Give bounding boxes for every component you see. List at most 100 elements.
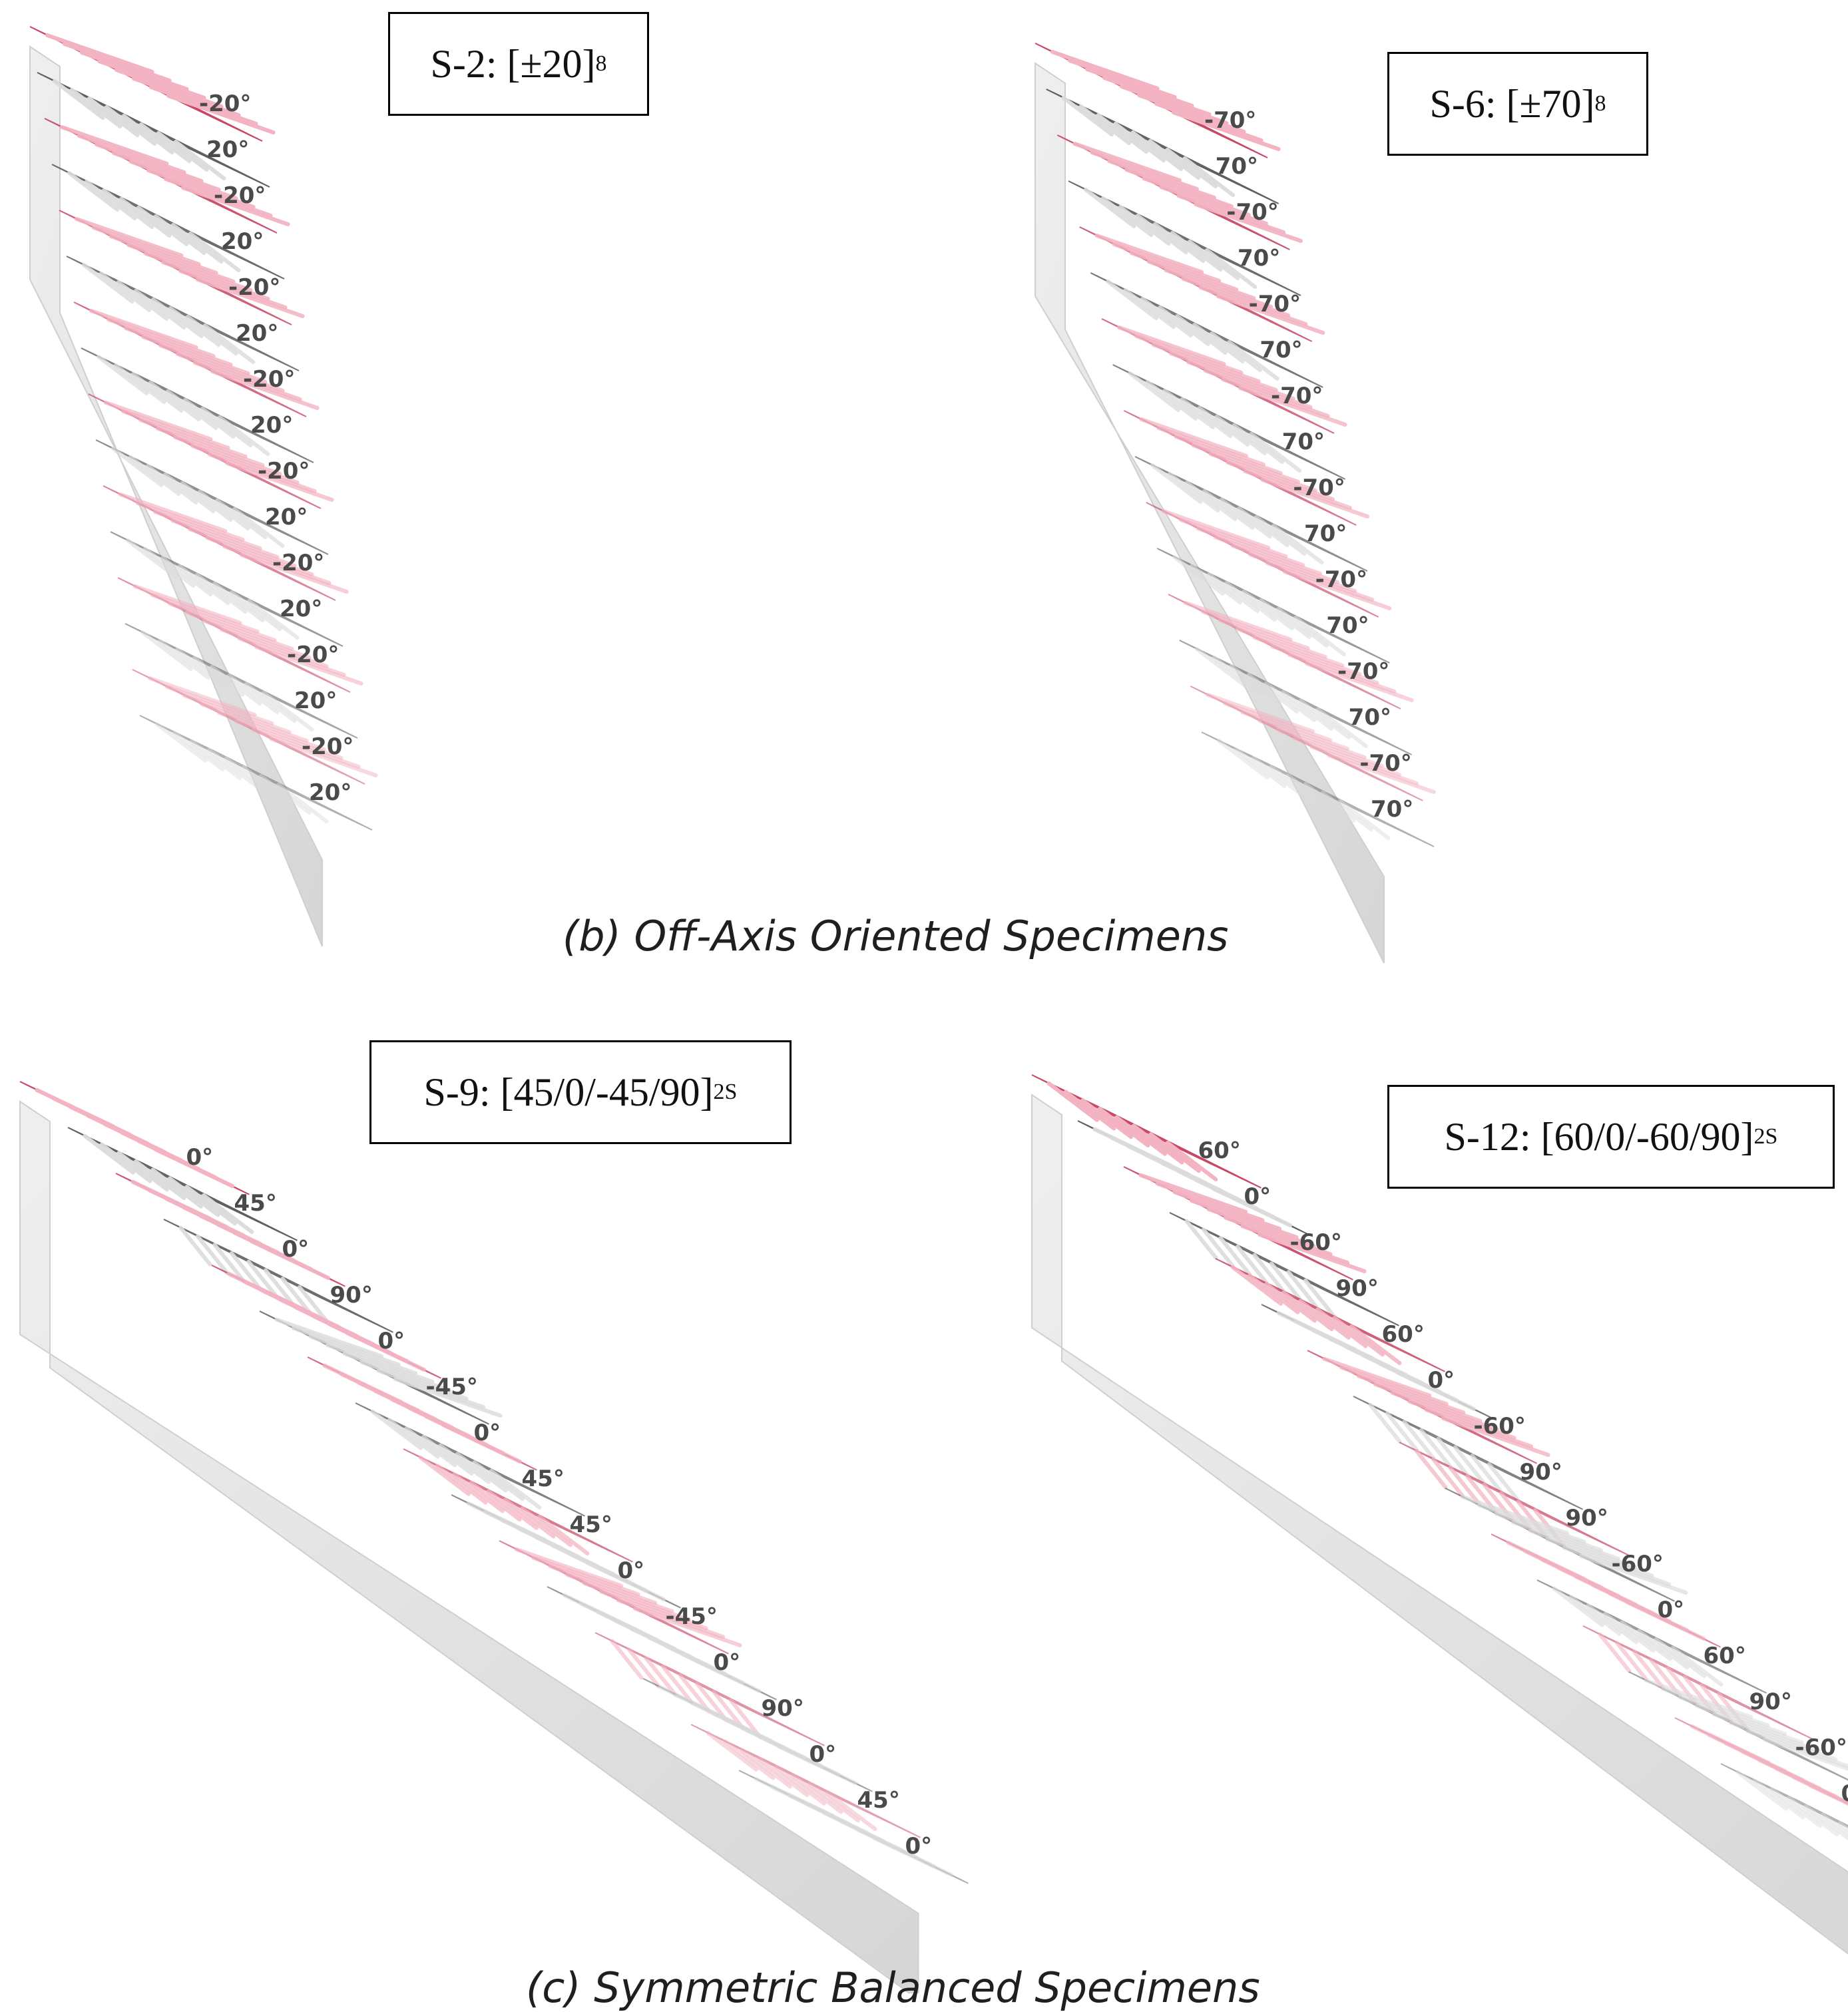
fiber-line — [1052, 52, 1158, 89]
fiber-line — [142, 632, 190, 669]
fiber-line — [1219, 741, 1267, 777]
specimen-label-s9: S-9: [45/0/-45/90]2S — [369, 1040, 792, 1144]
ply-angle-label: -20° — [199, 91, 251, 117]
fiber-line — [1130, 373, 1178, 410]
ply-angle-label: 45° — [234, 1190, 277, 1217]
fiber-line — [157, 724, 205, 761]
ply-angle-label: 0° — [905, 1833, 933, 1860]
fiber-line — [1646, 1681, 1751, 1717]
ply-angle-label: 70° — [1260, 337, 1302, 363]
ply-angle-label: -20° — [243, 366, 295, 393]
ply-angle-label: 45° — [570, 1511, 612, 1538]
ply-angle-label: 0° — [1841, 1780, 1848, 1807]
ply-angle-label: 60° — [1382, 1321, 1425, 1348]
fiber-line — [114, 153, 219, 190]
fiber-line — [158, 429, 263, 465]
laminate-block-side — [20, 1102, 919, 1993]
fiber-line — [1086, 190, 1134, 226]
ply-angle-label: 20° — [250, 412, 293, 439]
fiber-line — [708, 1733, 756, 1770]
ply-angle-label: 90° — [1520, 1459, 1562, 1486]
ply-angle-label: -45° — [666, 1603, 718, 1630]
ply-angle-label: -70° — [1315, 566, 1367, 593]
ply-angle-label: 20° — [206, 136, 249, 163]
ply-angle-label: -20° — [287, 642, 339, 668]
ply-angle-label: 0° — [809, 1741, 837, 1768]
ply-angle-label: -20° — [214, 182, 266, 209]
fiber-line — [69, 173, 117, 210]
fiber-line — [47, 35, 152, 72]
ply-angle-label: 20° — [221, 228, 264, 255]
fiber-line — [99, 357, 146, 393]
fiber-line — [113, 449, 161, 485]
fiber-line — [1463, 1497, 1568, 1533]
fiber-line — [373, 1412, 421, 1448]
ply-angle-label: 70° — [1371, 796, 1413, 823]
ply-angle-label: -70° — [1271, 383, 1323, 409]
fiber-line — [55, 81, 103, 118]
ply-angle-label: 90° — [762, 1695, 804, 1722]
ply-angle-label: 20° — [280, 596, 322, 622]
laminate-s2: -20° 20° -20° 20° -20° 20° -20° 20° -20° 20° -20° 2… — [30, 27, 376, 946]
ply-angle-label: 0° — [714, 1649, 741, 1676]
ply-angle-label: 70° — [1216, 153, 1258, 180]
ply-angle-label: 70° — [1304, 520, 1347, 547]
ply-angle-label: 20° — [309, 779, 351, 806]
ply-angle-label: -60° — [1795, 1734, 1847, 1761]
fiber-line — [82, 53, 187, 89]
ply-angle-label: -60° — [1474, 1413, 1526, 1440]
ply-angle-label: 0° — [1428, 1367, 1455, 1394]
fiber-line — [1152, 465, 1200, 502]
specimen-label-s2: S-2: [±20]8 — [388, 12, 649, 116]
specimen-label-s12: S-12: [60/0/-60/90]2S — [1387, 1085, 1835, 1189]
ply-angle-label: 0° — [186, 1144, 214, 1171]
ply-angle-label: 20° — [294, 688, 337, 714]
ply-angle-label: -70° — [1249, 291, 1301, 317]
ply-angle-label: 90° — [1566, 1505, 1608, 1531]
ply-angle-label: -70° — [1293, 475, 1345, 501]
specimen-label-text: S-2: [±20] — [431, 41, 596, 87]
fiber-line — [128, 245, 234, 282]
ply-angle-label: 60° — [1198, 1137, 1241, 1164]
fiber-line — [1070, 61, 1175, 97]
laminate-s6: -70° 70° -70° 70° -70° 70° -70° 70° -70° 70° -70° 7… — [1035, 43, 1434, 963]
laminate-block-side — [1032, 1095, 1848, 1993]
ply-angle-label: -70° — [1337, 658, 1389, 685]
caption-off-axis: (b) Off-Axis Oriented Specimens — [563, 912, 1228, 960]
specimen-label-subscript: 2S — [1754, 1124, 1778, 1149]
fiber-line — [1087, 69, 1192, 106]
ply-angle-label: 0° — [1244, 1183, 1271, 1210]
ply-angle-label: -20° — [302, 733, 353, 760]
caption-symmetric: (c) Symmetric Balanced Specimens — [526, 1963, 1260, 2012]
fiber-line — [172, 520, 278, 557]
fiber-line — [143, 337, 248, 373]
ply-angle-label: 70° — [1238, 245, 1280, 272]
ply-angle-label: 45° — [522, 1466, 565, 1492]
specimen-label-subscript: 8 — [595, 51, 606, 77]
ply-angle-label: -60° — [1290, 1229, 1342, 1256]
ply-angle-label: -20° — [258, 458, 310, 485]
ply-angle-label: 70° — [1349, 704, 1391, 731]
fiber-line — [1554, 1589, 1602, 1625]
fiber-line — [84, 265, 132, 302]
fiber-line — [99, 61, 204, 98]
ply-angle-label: 0° — [1658, 1597, 1685, 1623]
specimen-label-s6: S-6: [±70]8 — [1387, 52, 1648, 156]
specimen-label-subscript: 8 — [1594, 91, 1606, 116]
ply-angle-label: 90° — [1749, 1689, 1792, 1715]
ply-angle-label: -20° — [228, 274, 280, 301]
fiber-line — [85, 1136, 133, 1173]
ply-angle-label: -70° — [1204, 107, 1256, 134]
ply-angle-label: 70° — [1326, 612, 1369, 639]
fiber-line — [65, 44, 170, 81]
ply-angle-label: -60° — [1612, 1551, 1664, 1577]
specimen-label-text: S-9: [45/0/-45/90] — [424, 1070, 714, 1115]
ply-angle-label: 0° — [618, 1557, 645, 1584]
specimen-label-text: S-12: [60/0/-60/90] — [1445, 1114, 1754, 1160]
ply-angle-label: -70° — [1226, 199, 1278, 226]
ply-angle-label: -45° — [426, 1374, 478, 1400]
ply-angle-label: 70° — [1282, 429, 1325, 455]
specimen-label-subscript: 2S — [714, 1080, 738, 1105]
ply-angle-label: 90° — [1336, 1275, 1379, 1302]
